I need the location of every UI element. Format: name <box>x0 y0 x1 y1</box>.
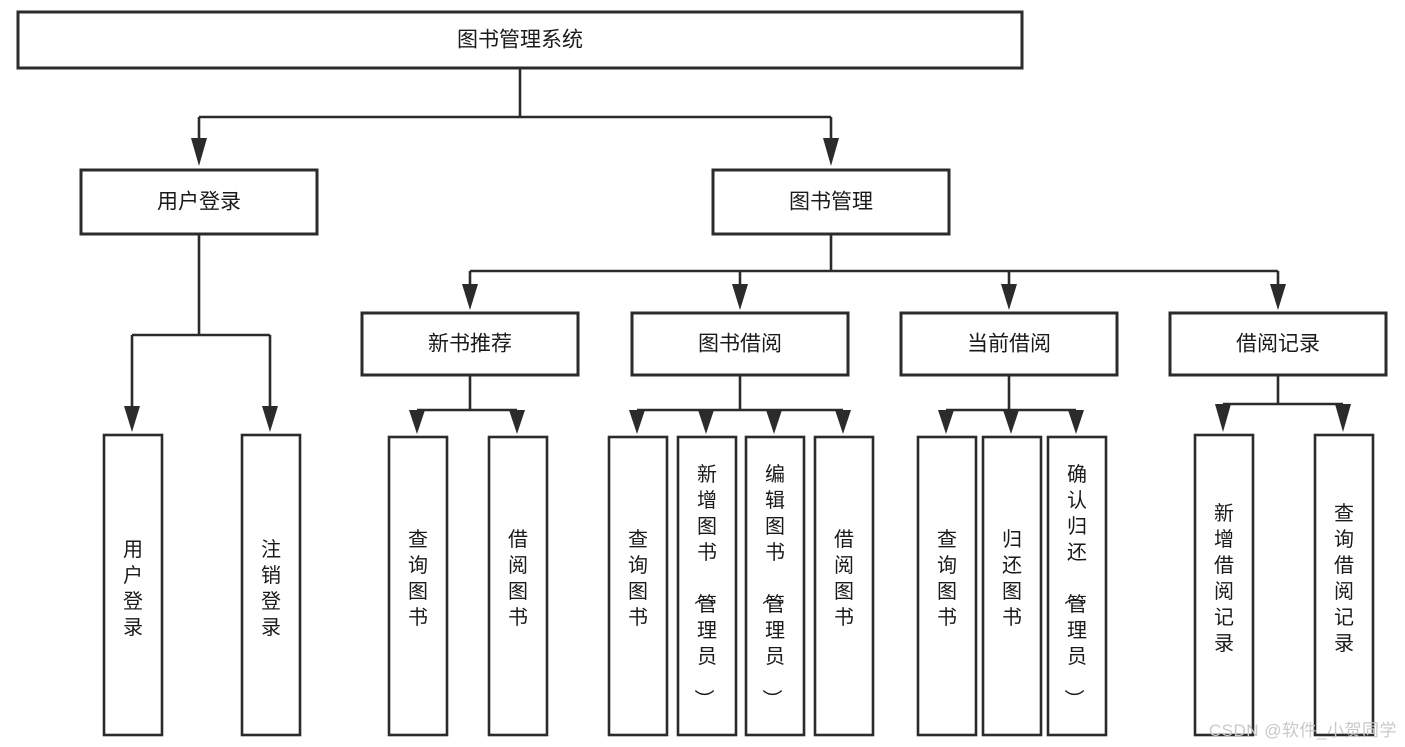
node-book-borrow-box[interactable] <box>630 311 850 377</box>
leaf-node[interactable] <box>916 435 978 737</box>
node-current-borrow[interactable]: 当前借阅 <box>899 311 1119 377</box>
node-book-borrow[interactable]: 图书借阅 <box>630 311 850 377</box>
arrow-head-bookborrow-leaf-1 <box>629 410 645 434</box>
leaf-label-borrow-book-2: 借阅图书 <box>834 528 854 629</box>
arrow-head-book-mgmt <box>823 138 839 166</box>
arrow-head-new-book-rec <box>462 284 478 310</box>
leaf-box-add-book-admin[interactable] <box>676 435 738 737</box>
leaf-node[interactable] <box>981 435 1043 737</box>
node-book-management-label: 图书管理 <box>789 191 873 214</box>
node-borrow-record-box[interactable] <box>1168 311 1388 377</box>
leaf-label-layer: 用户登录 注销登录 查询图书 借阅图书 查询图书 新增图书（管理员） 编辑图书（… <box>123 463 1354 709</box>
leaf-box-query-book-2[interactable] <box>607 435 669 737</box>
leaf-box-return-book[interactable] <box>981 435 1043 737</box>
leaf-label-query-book-3: 查询图书 <box>937 528 957 629</box>
arrow-head-currentborrow-leaf-2 <box>1003 410 1019 434</box>
connector-layer <box>124 69 1351 434</box>
arrow-head-borrowrecord-leaf-2 <box>1335 404 1351 432</box>
leaf-label-edit-book-admin: 编辑图书（管理员） <box>760 463 785 709</box>
node-borrow-record[interactable]: 借阅记录 <box>1168 311 1388 377</box>
leaf-label-query-book-1: 查询图书 <box>408 528 428 629</box>
leaf-node[interactable] <box>1193 433 1255 737</box>
leaf-label-borrow-book-1: 借阅图书 <box>508 528 528 629</box>
csdn-watermark: CSDN @软件_小贺同学 <box>1208 721 1397 740</box>
arrow-head-currentborrow-leaf-1 <box>938 410 954 434</box>
leaf-node[interactable] <box>744 435 806 737</box>
leaf-node[interactable] <box>1046 435 1108 737</box>
arrow-head-current-borrow <box>1001 284 1017 310</box>
leaf-node[interactable] <box>607 435 669 737</box>
arrow-head-borrowrecord-leaf-1 <box>1215 404 1231 432</box>
arrow-head-leaf-user-login <box>124 406 140 432</box>
arrow-head-book-borrow <box>732 284 748 310</box>
leaf-box-query-book-3[interactable] <box>916 435 978 737</box>
leaf-node[interactable] <box>813 435 875 737</box>
node-book-management-box[interactable] <box>711 168 951 236</box>
leaf-node[interactable] <box>676 435 738 737</box>
node-new-book-recommend-box[interactable] <box>360 311 580 377</box>
leaf-label-add-borrow-record: 新增借阅记录 <box>1214 502 1234 655</box>
leaf-node[interactable] <box>387 435 449 737</box>
node-user-login[interactable]: 用户登录 <box>79 168 319 236</box>
leaf-label-add-book-admin: 新增图书（管理员） <box>692 463 717 709</box>
leaf-box-add-borrow-record[interactable] <box>1193 433 1255 737</box>
node-root[interactable]: 图书管理系统 <box>16 10 1024 70</box>
leaf-box-query-borrow-record[interactable] <box>1313 433 1375 737</box>
leaf-box-logout[interactable] <box>240 433 302 737</box>
node-current-borrow-box[interactable] <box>899 311 1119 377</box>
leaf-label-query-borrow-record: 查询借阅记录 <box>1334 502 1354 655</box>
arrow-head-bookborrow-leaf-4 <box>835 410 851 434</box>
leaf-label-query-book-2: 查询图书 <box>628 528 648 629</box>
leaf-node[interactable] <box>1313 433 1375 737</box>
leaf-node[interactable] <box>240 433 302 737</box>
leaf-box-edit-book-admin[interactable] <box>744 435 806 737</box>
node-root-box[interactable] <box>16 10 1024 70</box>
arrow-head-bookborrow-leaf-3 <box>766 410 782 434</box>
arrow-head-user-login <box>191 138 207 166</box>
arrow-head-newbook-leaf-2 <box>509 410 525 434</box>
node-new-book-recommend[interactable]: 新书推荐 <box>360 311 580 377</box>
leaf-box-borrow-book-2[interactable] <box>813 435 875 737</box>
leaf-label-logout: 注销登录 <box>261 538 281 639</box>
leaf-node[interactable] <box>102 433 164 737</box>
leaf-box-user-login[interactable] <box>102 433 164 737</box>
node-book-management[interactable]: 图书管理 <box>711 168 951 236</box>
leaf-box-query-book-1[interactable] <box>387 435 449 737</box>
leaf-label-return-book: 归还图书 <box>1002 528 1022 629</box>
leaf-box-borrow-book-1[interactable] <box>487 435 549 737</box>
arrow-head-bookborrow-leaf-2 <box>698 410 714 434</box>
leaf-label-confirm-return-admin: 确认归还（管理员） <box>1062 463 1087 709</box>
node-user-login-box[interactable] <box>79 168 319 236</box>
node-user-login-label: 用户登录 <box>157 191 241 214</box>
node-book-borrow-label: 图书借阅 <box>698 333 782 356</box>
leaf-node[interactable] <box>487 435 549 737</box>
node-current-borrow-label: 当前借阅 <box>967 333 1051 356</box>
node-new-book-recommend-label: 新书推荐 <box>428 333 512 356</box>
arrow-head-borrow-record <box>1270 284 1286 310</box>
arrow-head-leaf-logout <box>262 406 278 432</box>
leaf-box-confirm-return-admin[interactable] <box>1046 435 1108 737</box>
arrow-head-newbook-leaf-1 <box>409 410 425 434</box>
node-root-label: 图书管理系统 <box>457 29 583 52</box>
leaf-label-user-login: 用户登录 <box>123 539 143 639</box>
arrow-head-currentborrow-leaf-3 <box>1068 410 1084 434</box>
node-borrow-record-label: 借阅记录 <box>1236 333 1320 356</box>
